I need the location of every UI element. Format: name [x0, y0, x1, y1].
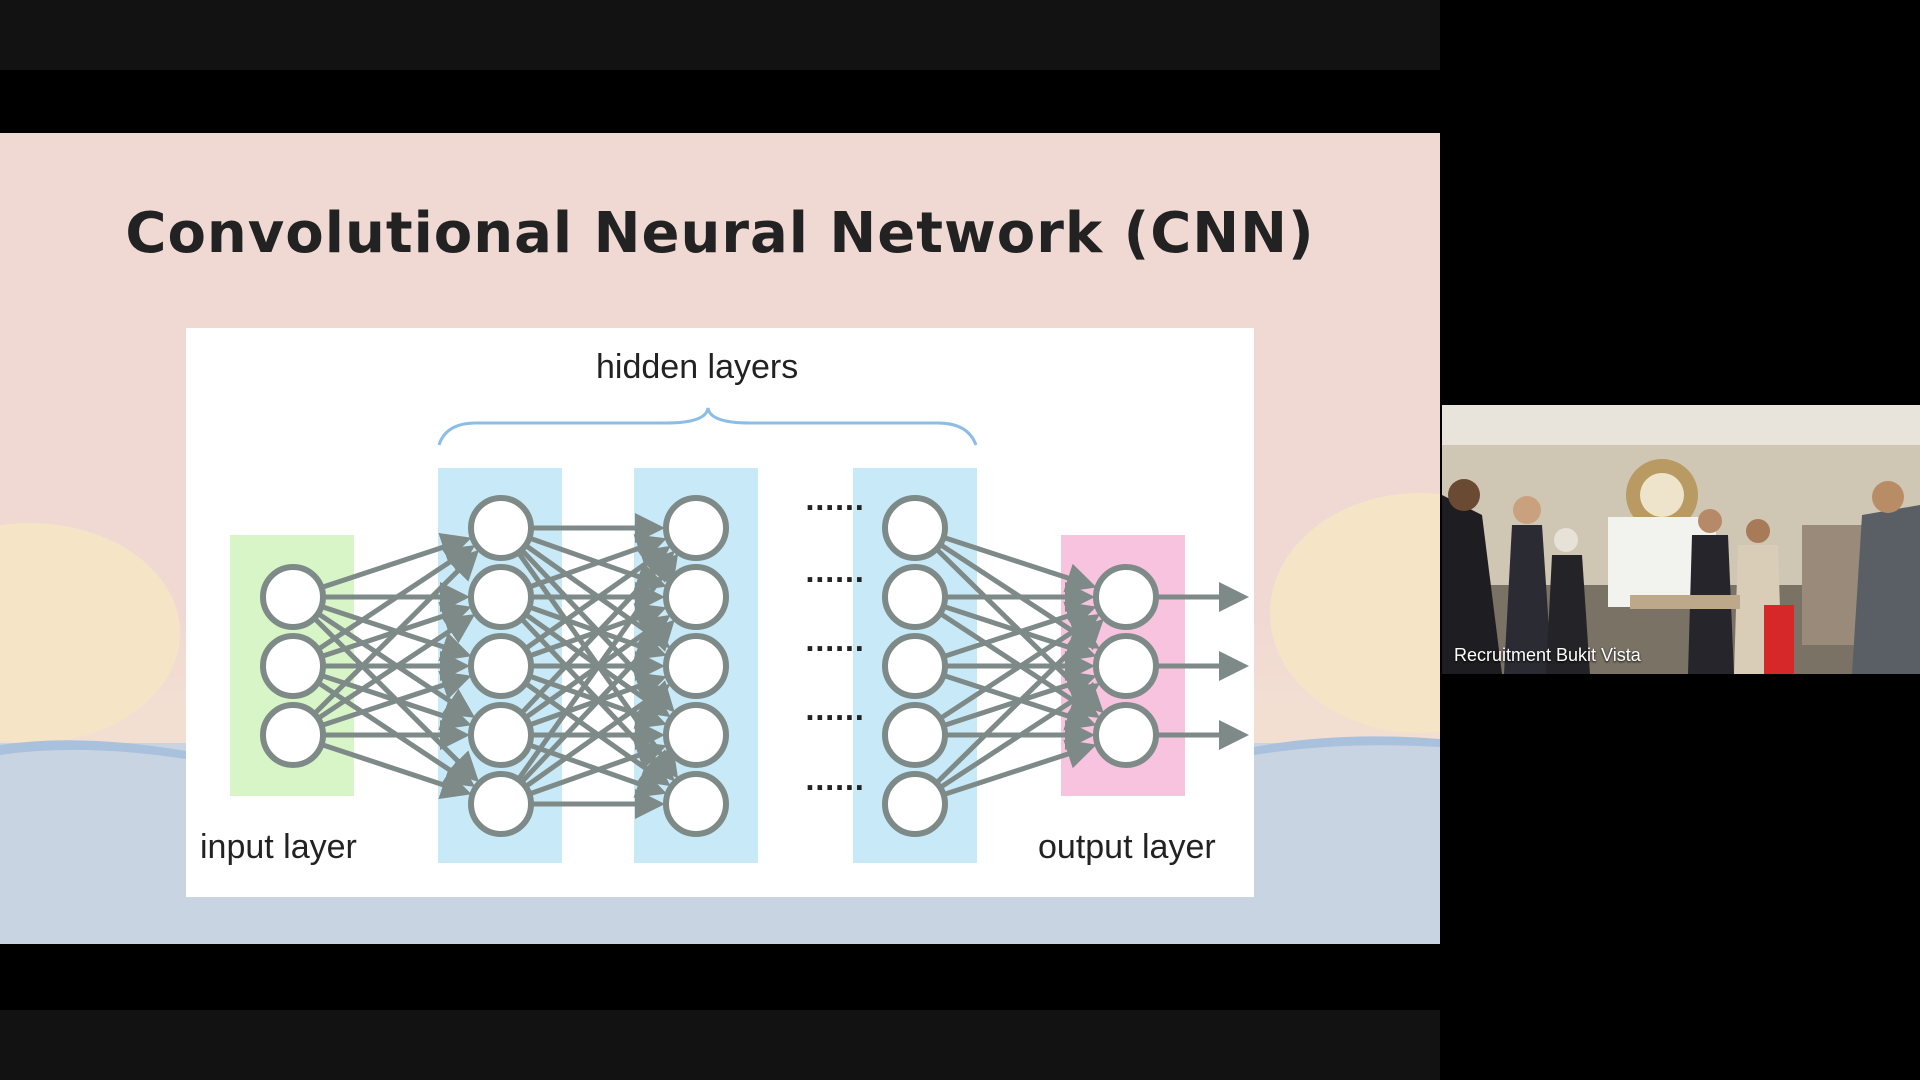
connection-edge: [938, 682, 1101, 790]
output-layer-label: output layer: [1038, 828, 1216, 866]
hidden-layer-2-node: [663, 564, 729, 630]
connection-edge: [938, 613, 1101, 721]
network-graphic: ..............................: [230, 407, 1249, 863]
bottom-letterbox-bar: [0, 1010, 1440, 1080]
hidden-layer-1-node: [468, 495, 534, 561]
connection-edge: [316, 614, 476, 721]
hidden-layer-2-node: [663, 702, 729, 768]
ellipsis-dots: ......: [805, 697, 864, 727]
hidden-layer-n-node: [882, 771, 948, 837]
top-letterbox-bar: [0, 0, 1440, 70]
hidden-layer-1-node: [468, 564, 534, 630]
connection-edge: [519, 619, 675, 784]
ellipsis-dots: ......: [805, 559, 864, 589]
slide-title: Convolutional Neural Network (CNN): [125, 201, 1315, 266]
connection-edge: [942, 739, 1097, 798]
input-layer-label: input layer: [200, 828, 357, 866]
ellipsis-dots: ......: [805, 628, 864, 658]
connection-edge: [519, 550, 675, 715]
connection-edge: [942, 534, 1097, 593]
participant-name-label: Recruitment Bukit Vista: [1454, 645, 1641, 665]
connection-edge: [320, 742, 472, 800]
hidden-layers-label: hidden layers: [596, 348, 799, 386]
connection-edge: [316, 545, 476, 652]
hidden-layer-n-node: [882, 564, 948, 630]
connection-edge: [320, 670, 472, 728]
hidden-layer-n-node: [882, 702, 948, 768]
hidden-layer-1-node: [468, 633, 534, 699]
hidden-layer-1-node: [468, 702, 534, 768]
output-layer-node: [1093, 702, 1159, 768]
connection-edge: [516, 553, 679, 781]
output-layer-node: [1093, 633, 1159, 699]
output-layer-node: [1093, 564, 1159, 630]
hidden-layers-bracket: [437, 407, 978, 446]
hidden-layer-1-node: [468, 771, 534, 837]
hidden-layer-2-node: [663, 633, 729, 699]
input-layer-node: [260, 702, 326, 768]
input-layer-node: [260, 564, 326, 630]
ellipsis-dots: ......: [805, 767, 864, 797]
ellipsis-dots: ......: [805, 487, 864, 517]
connection-edge: [524, 545, 671, 651]
participant-video-feed: [1442, 405, 1920, 674]
hidden-layer-n-node: [882, 495, 948, 561]
input-layer-node: [260, 633, 326, 699]
connection-edge: [528, 741, 667, 797]
connection-edge: [312, 549, 480, 716]
connection-edge: [934, 618, 1104, 785]
hidden-layer-n-node: [882, 633, 948, 699]
participant-video-tile[interactable]: Recruitment Bukit Vista: [1442, 405, 1920, 674]
hidden-layer-2-node: [663, 495, 729, 561]
hidden-layer-2-node: [663, 771, 729, 837]
shared-screen-slide: Convolutional Neural Network (CNN) .....…: [0, 133, 1440, 944]
connection-edge: [524, 683, 671, 789]
cnn-diagram: .............................. hidden la…: [186, 328, 1254, 897]
